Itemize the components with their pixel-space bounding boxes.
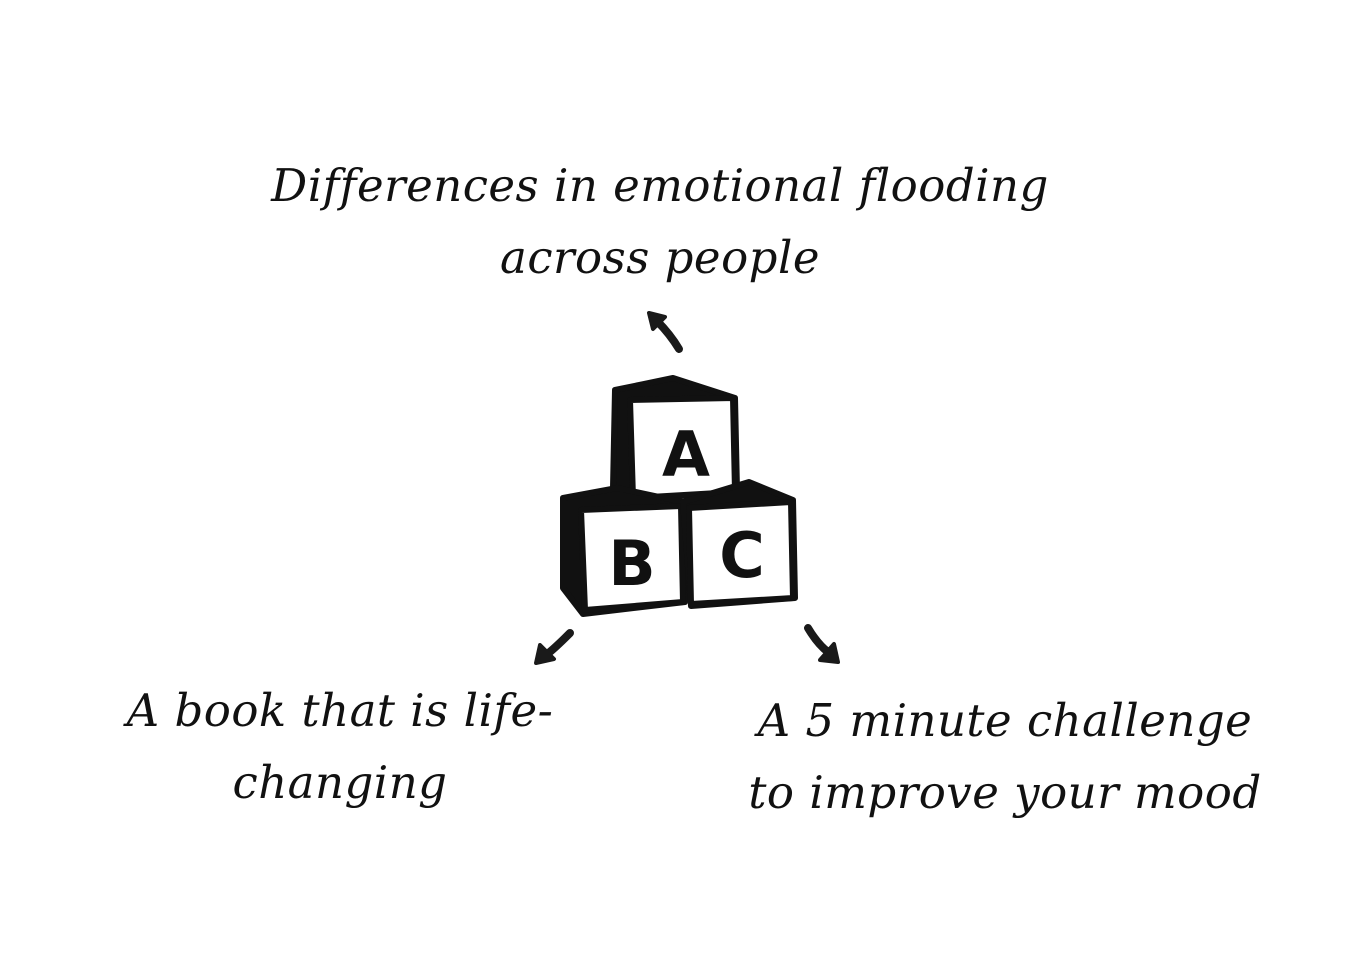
arrow-down-left-icon [534, 629, 574, 665]
left-branch-label-line-1: A book that is life- [126, 684, 554, 737]
block-letter-c: C [719, 519, 765, 592]
block-c [680, 479, 798, 609]
block-b [560, 485, 688, 617]
arrow-down-right-icon [804, 624, 840, 664]
right-branch-label-line-2: to improve your mood [748, 766, 1262, 819]
left-branch-label: A book that is life- changing [80, 675, 600, 819]
top-branch-label: Differences in emotional flooding across… [230, 150, 1090, 294]
right-branch-label: A 5 minute challenge to improve your moo… [720, 685, 1290, 829]
arrow-up-left-icon [647, 311, 683, 353]
top-branch-label-line-1: Differences in emotional flooding [271, 159, 1049, 212]
right-branch-label-line-1: A 5 minute challenge [757, 694, 1253, 747]
block-letter-a: A [662, 418, 710, 491]
block-letter-b: B [608, 527, 655, 600]
block-a [610, 375, 740, 505]
abc-blocks-icon: A B C [560, 375, 798, 617]
left-branch-label-line-2: changing [232, 756, 448, 809]
top-branch-label-line-2: across people [500, 231, 820, 284]
